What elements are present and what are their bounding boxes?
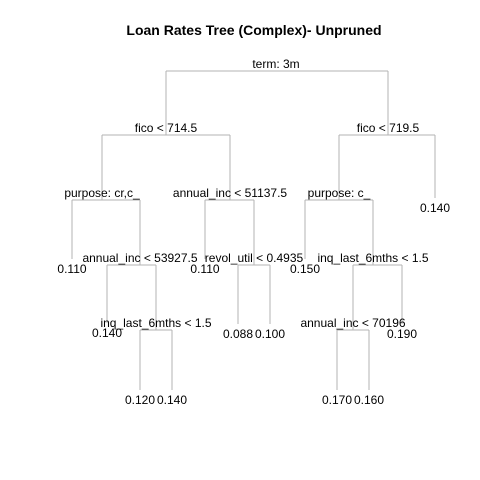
- split-condition-label: purpose: c_: [308, 186, 371, 200]
- split-condition-label: fico < 714.5: [135, 121, 198, 135]
- split-condition-label: annual_inc < 51137.5: [173, 186, 288, 200]
- leaf-value-label: 0.100: [255, 327, 285, 341]
- leaf-value-label: 0.140: [157, 393, 187, 407]
- leaf-value-label: 0.170: [322, 393, 352, 407]
- leaf-value-label: 0.110: [190, 262, 219, 276]
- split-condition-label: revol_util < 0.4935: [205, 251, 304, 265]
- split-condition-label: fico < 719.5: [357, 121, 420, 135]
- split-condition-label: inq_last_6mths < 1.5: [100, 316, 211, 330]
- leaf-value-label: 0.140: [420, 201, 450, 215]
- split-condition-label: annual_inc < 70196: [300, 316, 405, 330]
- leaf-value-label: 0.150: [290, 262, 320, 276]
- leaf-value-label: 0.110: [57, 262, 86, 276]
- tree-edges: [71, 70, 436, 390]
- split-condition-label: term: 3m: [252, 57, 299, 71]
- plot-title: Loan Rates Tree (Complex)- Unpruned: [126, 22, 381, 38]
- split-condition-label: annual_inc < 53927.5: [82, 251, 197, 265]
- leaf-value-label: 0.088: [223, 327, 253, 341]
- split-condition-label: purpose: cr,c_: [64, 186, 140, 200]
- split-condition-label: inq_last_6mths < 1.5: [317, 251, 428, 265]
- leaf-value-label: 0.120: [125, 393, 155, 407]
- leaf-value-label: 0.140: [92, 326, 122, 340]
- leaf-value-label: 0.160: [354, 393, 384, 407]
- leaf-value-label: 0.190: [387, 327, 417, 341]
